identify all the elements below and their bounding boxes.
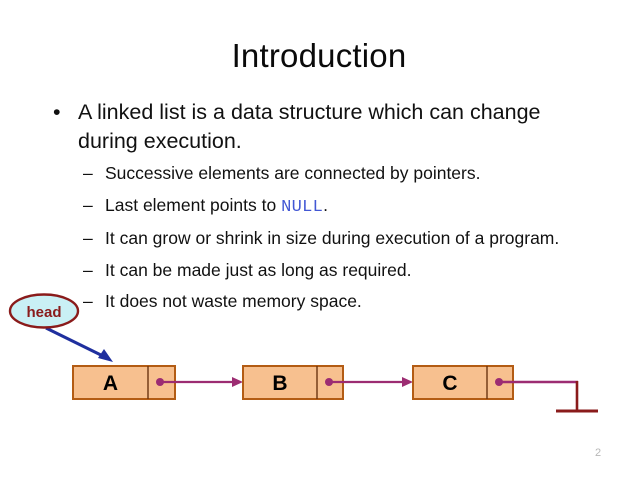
bullet-text: Successive elements are connected by poi… bbox=[105, 163, 481, 183]
node-c-label: C bbox=[442, 372, 457, 395]
bullet-text-before: Last element points to bbox=[105, 194, 282, 215]
bullet-text: It can grow or shrink in size during exe… bbox=[105, 228, 560, 248]
bullet-marker: – bbox=[83, 291, 93, 311]
node-a-label: A bbox=[103, 372, 118, 395]
bullet-marker: • bbox=[53, 100, 61, 124]
head-arrow-icon bbox=[45, 326, 113, 362]
bullet-item-3: – Last element points to NULL. bbox=[0, 193, 638, 221]
null-terminator-icon bbox=[499, 380, 598, 413]
bullet-item-1: • A linked list is a data structure whic… bbox=[0, 98, 638, 155]
node-b: B bbox=[242, 365, 344, 400]
bullet-text: A linked list is a data structure which … bbox=[78, 100, 541, 153]
bullet-item-4: – It can grow or shrink in size during e… bbox=[0, 226, 638, 252]
page-number: 2 bbox=[594, 447, 602, 459]
node-a-pointer-dot bbox=[156, 378, 164, 386]
bullet-list: • A linked list is a data structure whic… bbox=[0, 98, 638, 315]
bullet-marker: – bbox=[83, 259, 93, 280]
node-b-label: B bbox=[272, 372, 287, 395]
pointer-arrow-b-c bbox=[329, 377, 413, 387]
null-keyword: NULL bbox=[281, 197, 324, 217]
bullet-text-after: . bbox=[323, 194, 328, 215]
node-a: A bbox=[72, 365, 176, 400]
page-title: Introduction bbox=[231, 37, 407, 74]
bullet-text: It can be made just as long as required. bbox=[105, 259, 412, 280]
bullet-item-6: – It does not waste memory space. bbox=[0, 289, 638, 315]
bullet-item-2: – Successive elements are connected by p… bbox=[0, 161, 638, 187]
bullet-marker: – bbox=[83, 194, 93, 215]
node-c-pointer-dot bbox=[495, 378, 503, 386]
bullet-item-5: – It can be made just as long as require… bbox=[0, 258, 638, 284]
bullet-text: Last element points to NULL. bbox=[105, 193, 560, 221]
bullet-marker: – bbox=[83, 228, 93, 248]
node-c: C bbox=[412, 365, 514, 400]
node-b-pointer-dot bbox=[325, 378, 333, 386]
bullet-text: It does not waste memory space. bbox=[105, 291, 362, 311]
bullet-marker: – bbox=[83, 163, 93, 183]
pointer-arrow-a-b bbox=[160, 377, 243, 387]
